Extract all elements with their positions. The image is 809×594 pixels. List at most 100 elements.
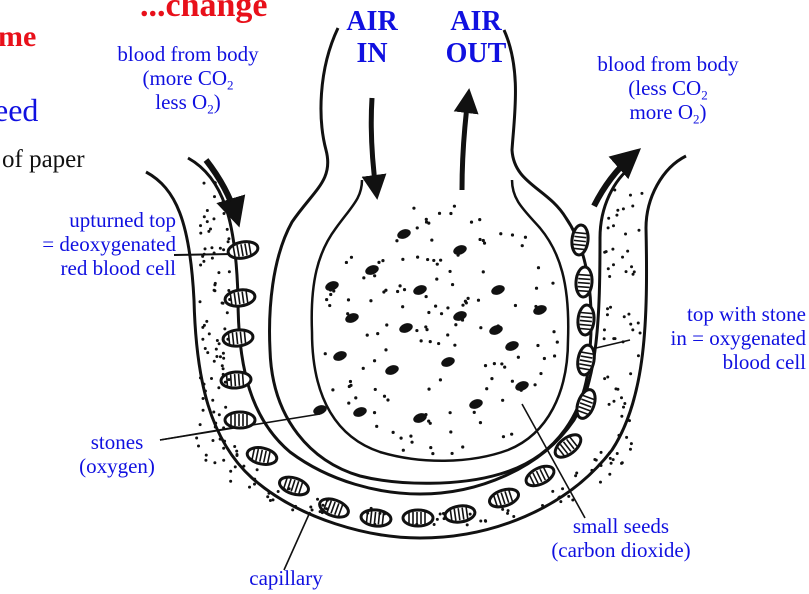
seed-dot (551, 282, 554, 285)
seed-dot (325, 507, 328, 510)
seed-dot (219, 355, 222, 358)
seed-dot (553, 354, 556, 357)
seed-dot (410, 441, 413, 444)
seed-dot (630, 442, 633, 445)
seed-dot (221, 364, 224, 367)
seed-dot (610, 462, 613, 465)
seed-dot (227, 289, 230, 292)
seed-dot (401, 305, 404, 308)
seed-dot (415, 329, 418, 332)
seed-dot (214, 425, 217, 428)
red-blood-cell (575, 266, 593, 297)
seed-dot (571, 499, 574, 502)
seed-dot (616, 452, 619, 455)
seed-dot (235, 454, 238, 457)
seed-dot (222, 357, 225, 360)
seed-dot (213, 252, 216, 255)
seed-dot (510, 433, 513, 436)
seed-dot (611, 248, 614, 251)
seed-dot (613, 189, 616, 192)
seed-dot (629, 448, 632, 451)
seed-dot (567, 495, 570, 498)
seed-dot (630, 265, 633, 268)
red-blood-cell (577, 304, 596, 335)
seed-dot (603, 337, 606, 340)
seed-dot (640, 192, 643, 195)
seed-dot (627, 313, 630, 316)
seed-dot (575, 472, 578, 475)
seed-dot (395, 239, 398, 242)
seed-dot (214, 282, 217, 285)
oxygen-stone (398, 321, 414, 334)
oxygen-stone (490, 283, 506, 296)
seed-dot (473, 411, 476, 414)
seed-dot (618, 434, 621, 437)
seed-dot (503, 366, 506, 369)
seed-dot (212, 217, 215, 220)
oxygen-stone (352, 405, 368, 418)
seed-dot (416, 256, 419, 259)
seed-dot (381, 259, 384, 262)
seed-dot (199, 376, 202, 379)
seed-dot (616, 388, 619, 391)
red-blood-cell (277, 474, 310, 498)
seed-dot (490, 377, 493, 380)
seed-dot (449, 411, 452, 414)
seed-dot (210, 246, 213, 249)
seed-dot (213, 181, 216, 184)
red-blood-cell (573, 387, 598, 421)
seed-dot (600, 451, 603, 454)
red-blood-cell (225, 412, 255, 428)
seed-dot (206, 209, 209, 212)
seed-dot (224, 381, 227, 384)
seed-dot (346, 507, 349, 510)
seed-dot (229, 480, 232, 483)
seed-dot (208, 332, 211, 335)
seed-dot (373, 411, 376, 414)
seed-dot (524, 236, 527, 239)
seed-dot (207, 230, 210, 233)
seed-dot (373, 523, 376, 526)
seed-dot (204, 247, 207, 250)
seed-dot (409, 435, 412, 438)
seed-dot (325, 298, 328, 301)
oxygen-stone (324, 279, 340, 292)
seed-dot (378, 512, 381, 515)
seed-dot (439, 259, 442, 262)
seed-dot (366, 333, 369, 336)
seed-dot (501, 399, 504, 402)
seed-dot (442, 512, 445, 515)
seed-dot (195, 436, 198, 439)
seed-dot (521, 244, 524, 247)
seed-dot (385, 323, 388, 326)
seed-dot (203, 324, 206, 327)
blood-in-arrow (206, 160, 236, 216)
seed-dot (535, 287, 538, 290)
seed-dot (412, 207, 415, 210)
seed-dot (436, 518, 439, 521)
seed-dot (354, 396, 357, 399)
seed-dot (222, 459, 225, 462)
seed-dot (373, 359, 376, 362)
seed-dot (228, 298, 231, 301)
seed-dot (629, 323, 632, 326)
seed-dot (204, 347, 207, 350)
seed-dot (606, 313, 609, 316)
seed-dot (201, 338, 204, 341)
oxygen-stone (440, 355, 456, 368)
oxygen-stone (384, 363, 400, 376)
seed-dot (625, 436, 628, 439)
red-blood-cell (487, 486, 520, 510)
seed-dot (479, 326, 482, 329)
seed-dot (450, 452, 453, 455)
seed-dot (629, 372, 632, 375)
oxygen-stone (452, 309, 468, 322)
seed-dot (218, 342, 221, 345)
seed-dot (362, 276, 365, 279)
seed-dot (204, 390, 207, 393)
seed-dot (373, 274, 376, 277)
seed-dot (437, 342, 440, 345)
seed-dot (202, 397, 205, 400)
seed-dot (345, 261, 348, 264)
seed-dot (349, 384, 352, 387)
